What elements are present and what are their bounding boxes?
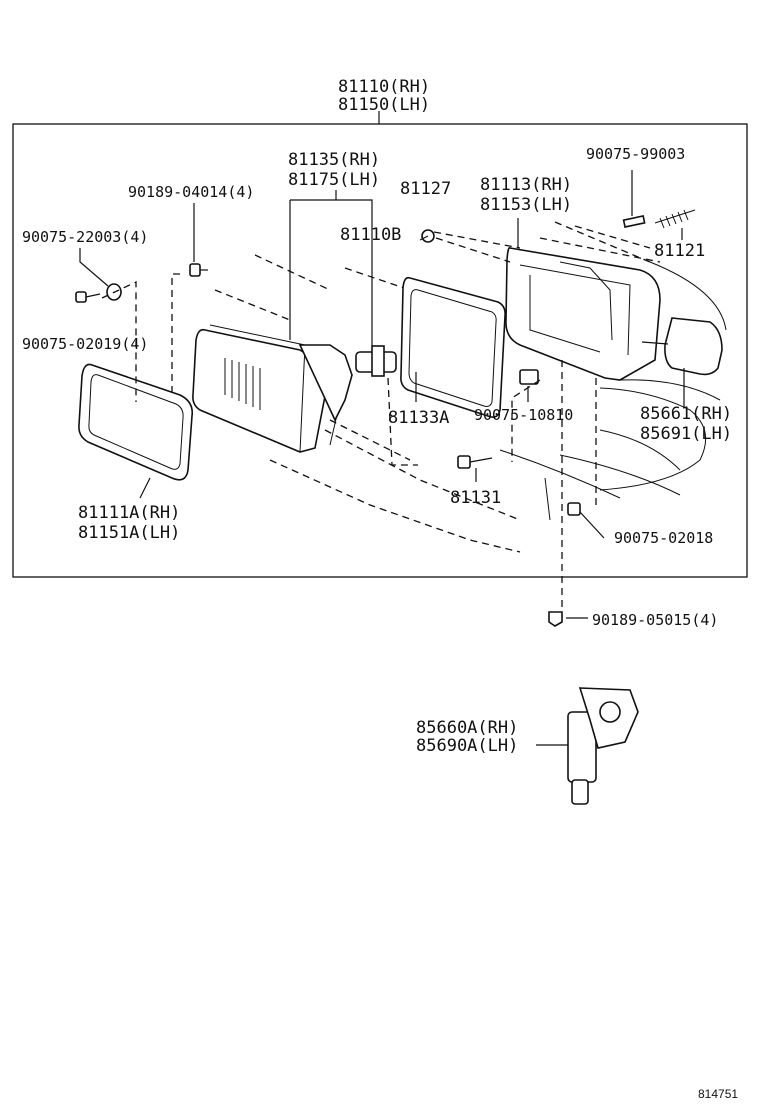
label-spring-81121: 81121 — [654, 241, 705, 261]
label-actuator-rh: 85660A(RH) — [416, 718, 518, 738]
screw-90075-02019 — [75, 291, 101, 303]
fog-lamp-lens — [192, 324, 353, 453]
figure-number: 814751 — [698, 1087, 738, 1101]
label-screw-02018: 90075-02018 — [614, 529, 713, 547]
label-assembly-lh: 81150(LH) — [338, 95, 430, 115]
label-body-lh: 81153(LH) — [480, 195, 572, 215]
label-screw-02019: 90075-02019(4) — [22, 335, 148, 353]
bulb-socket — [641, 317, 723, 376]
label-clip-81127: 81127 — [400, 179, 451, 199]
label-housing-rh: 81135(RH) — [288, 150, 380, 170]
adjuster-spring — [654, 209, 696, 229]
label-body-rh: 81113(RH) — [480, 175, 572, 195]
lamp-gasket — [400, 276, 506, 418]
clip-90189-05015 — [548, 611, 563, 627]
bolt-81131 — [457, 455, 493, 469]
assembly-guide-lines — [101, 221, 661, 612]
label-bolt-81131: 81131 — [450, 488, 501, 508]
fog-lamp-bezel — [78, 363, 194, 481]
label-actuator-lh: 85690A(LH) — [416, 736, 518, 756]
label-bezel-lh: 81151A(LH) — [78, 523, 180, 543]
label-nut-22003: 90075-22003(4) — [22, 228, 148, 246]
bumper-outline — [214, 254, 727, 553]
leader-lines — [79, 170, 685, 746]
label-pin-99003: 90075-99003 — [586, 145, 685, 163]
label-assembly-rh: 81110(RH) — [338, 77, 430, 97]
label-screw-04014: 90189-04014(4) — [128, 183, 254, 201]
nut-90075-10810 — [519, 369, 539, 385]
screw-90189-04014 — [189, 263, 208, 277]
label-gasket-81133a: 81133A — [388, 408, 449, 428]
label-nut-10810: 90075-10810 — [474, 406, 573, 424]
label-socket-lh: 85691(LH) — [640, 424, 732, 444]
assembly-frame — [12, 123, 748, 578]
lamp-housing-body — [505, 246, 661, 381]
label-bulb-81110b: 81110B — [340, 225, 401, 245]
leveling-actuator — [567, 687, 639, 805]
label-socket-rh: 85661(RH) — [640, 404, 732, 424]
label-housing-lh: 81175(LH) — [288, 170, 380, 190]
fog-lamp-bulb — [355, 345, 397, 377]
label-bezel-rh: 81111A(RH) — [78, 503, 180, 523]
screw-90075-02018 — [567, 502, 581, 516]
label-clip-05015: 90189-05015(4) — [592, 611, 718, 629]
adjuster-pin — [622, 215, 646, 228]
